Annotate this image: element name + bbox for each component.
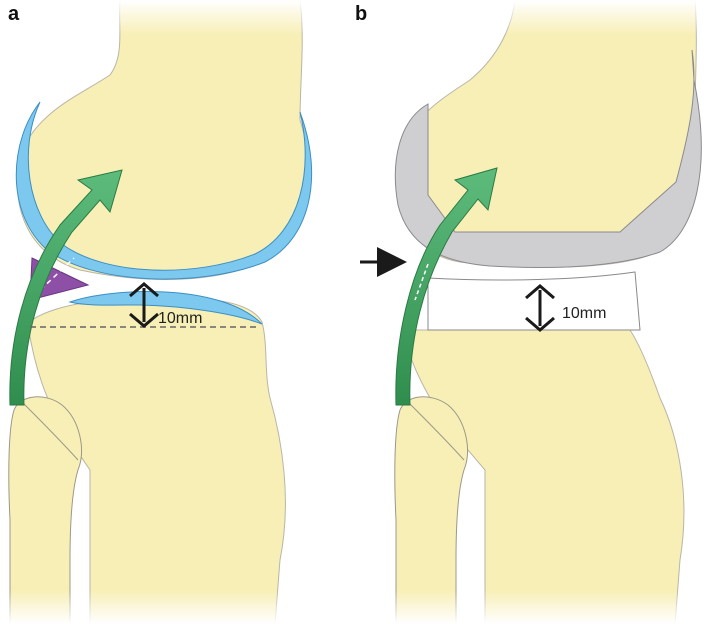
gap-label-b: 10mm: [562, 305, 606, 322]
gap-measure-a: [129, 282, 159, 328]
tibial-insert: [427, 271, 641, 331]
fibula-b-line: [409, 403, 465, 461]
panel-a: a 10mm: [0, 0, 330, 624]
femoral-implant: [394, 49, 702, 268]
tendon-arrow-b: [395, 167, 498, 406]
fibula-b: [394, 396, 468, 624]
fibula-a-line: [23, 403, 79, 461]
insert-edge-dash: [414, 263, 429, 301]
gap-measure-b: [525, 284, 555, 332]
panel-b: b 10mm: [355, 0, 708, 624]
panel-a-label: a: [8, 3, 20, 25]
fibula-a: [8, 396, 82, 624]
gap-label-a: 10mm: [158, 310, 202, 327]
femoral-cartilage-a: [15, 101, 313, 280]
tendon-arrow-a: [9, 169, 123, 406]
panel-b-label: b: [355, 3, 367, 25]
